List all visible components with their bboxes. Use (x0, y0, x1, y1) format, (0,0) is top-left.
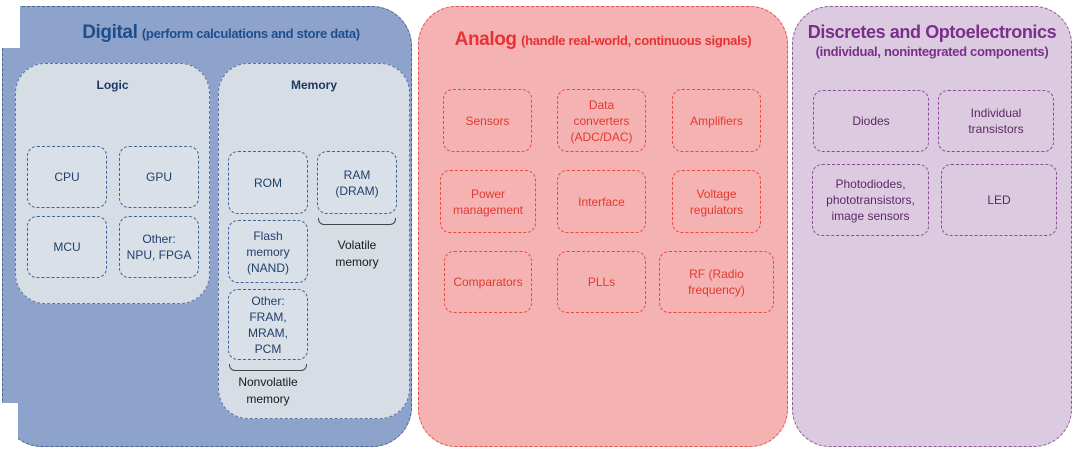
logic-title: Logic (96, 78, 129, 92)
volatile-label: Volatile memory (335, 238, 379, 269)
analog-title: Analog (handle real-world, continuous si… (454, 29, 752, 50)
cpu-box: CPU (27, 146, 107, 208)
plls-box: PLLs (557, 251, 646, 313)
nonvolatile-bracket (229, 364, 307, 371)
photodiodes-box: Photodiodes, phototransistors, image sen… (812, 164, 929, 236)
comparators-box: Comparators (444, 251, 532, 313)
diodes-box: Diodes (813, 90, 929, 152)
analog-panel: Analog (handle real-world, continuous si… (418, 6, 788, 447)
discrete-panel: Discretes and Optoelectronics (individua… (792, 6, 1072, 447)
power-management-box: Power management (440, 170, 536, 233)
interface-box: Interface (557, 170, 646, 233)
corner-mark-top (0, 0, 20, 48)
data-converters-box: Data converters (ADC/DAC) (557, 89, 646, 152)
volatile-bracket (318, 218, 396, 225)
rf-box: RF (Radio frequency) (659, 251, 774, 313)
individual-transistors-box: Individual transistors (938, 90, 1054, 152)
flash-box: Flash memory (NAND) (228, 220, 308, 283)
amplifiers-box: Amplifiers (672, 89, 761, 152)
discrete-title: Discretes and Optoelectronics (individua… (807, 22, 1057, 59)
sensors-box: Sensors (443, 89, 532, 152)
mcu-box: MCU (27, 216, 107, 278)
other-logic-box: Other: NPU, FPGA (119, 216, 199, 278)
ram-box: RAM (DRAM) (317, 151, 397, 214)
corner-mark-bottom (0, 403, 18, 450)
gpu-box: GPU (119, 146, 199, 208)
other-memory-box: Other: FRAM, MRAM, PCM (228, 289, 308, 360)
nonvolatile-label: Nonvolatile memory (238, 375, 298, 406)
voltage-regulators-box: Voltage regulators (672, 170, 761, 233)
memory-title: Memory (290, 78, 337, 92)
led-box: LED (941, 164, 1057, 236)
digital-title: Digital (perform calculations and store … (82, 22, 360, 43)
rom-box: ROM (228, 151, 308, 214)
